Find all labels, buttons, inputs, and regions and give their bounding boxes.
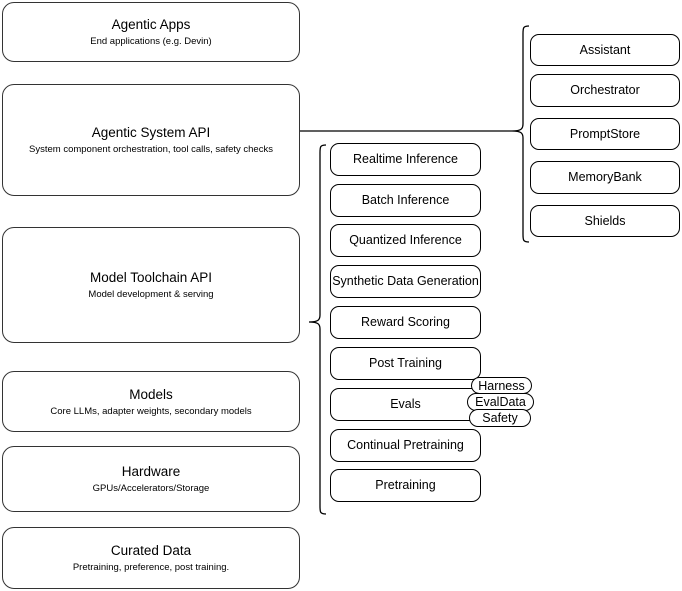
- chip-memorybank[interactable]: MemoryBank: [530, 161, 680, 194]
- layer-title: Hardware: [121, 464, 181, 479]
- chip-post-training[interactable]: Post Training: [330, 347, 481, 380]
- chip-pretraining[interactable]: Pretraining: [330, 469, 481, 502]
- chip-realtime-inference[interactable]: Realtime Inference: [330, 143, 481, 176]
- layer-models[interactable]: Models Core LLMs, adapter weights, secon…: [2, 371, 300, 432]
- layer-agentic-apps[interactable]: Agentic Apps End applications (e.g. Devi…: [2, 2, 300, 62]
- layer-title: Model Toolchain API: [89, 270, 213, 285]
- layer-subtitle: GPUs/Accelerators/Storage: [92, 483, 210, 494]
- chip-assistant[interactable]: Assistant: [530, 34, 680, 66]
- layer-subtitle: Pretraining, preference, post training.: [72, 562, 230, 573]
- layer-curated-data[interactable]: Curated Data Pretraining, preference, po…: [2, 527, 300, 589]
- chip-evals[interactable]: Evals: [330, 388, 481, 421]
- layer-subtitle: System component orchestration, tool cal…: [29, 144, 273, 155]
- layer-title: Curated Data: [110, 543, 192, 558]
- layer-subtitle: Core LLMs, adapter weights, secondary mo…: [50, 405, 252, 417]
- brace-model-toolchain-components: [308, 144, 327, 515]
- layer-subtitle: End applications (e.g. Devin): [90, 36, 212, 47]
- layer-title: Agentic System API: [91, 125, 211, 140]
- layer-title: Agentic Apps: [111, 17, 191, 32]
- layer-subtitle: Model development & serving: [88, 289, 214, 300]
- chip-batch-inference[interactable]: Batch Inference: [330, 184, 481, 217]
- brace-agentic-system-components: [511, 25, 530, 243]
- chip-shields[interactable]: Shields: [530, 205, 680, 237]
- layer-hardware[interactable]: Hardware GPUs/Accelerators/Storage: [2, 446, 300, 512]
- chip-quantized-inference[interactable]: Quantized Inference: [330, 224, 481, 257]
- chip-promptstore[interactable]: PromptStore: [530, 118, 680, 150]
- pill-safety[interactable]: Safety: [469, 409, 531, 427]
- chip-orchestrator[interactable]: Orchestrator: [530, 74, 680, 107]
- chip-reward-scoring[interactable]: Reward Scoring: [330, 306, 481, 339]
- layer-title: Models: [129, 386, 173, 402]
- chip-continual-pretraining[interactable]: Continual Pretraining: [330, 429, 481, 462]
- layer-model-toolchain-api[interactable]: Model Toolchain API Model development & …: [2, 227, 300, 343]
- pill-harness[interactable]: Harness: [471, 377, 532, 394]
- chip-synthetic-data-generation[interactable]: Synthetic Data Generation: [330, 265, 481, 298]
- layer-agentic-system-api[interactable]: Agentic System API System component orch…: [2, 84, 300, 196]
